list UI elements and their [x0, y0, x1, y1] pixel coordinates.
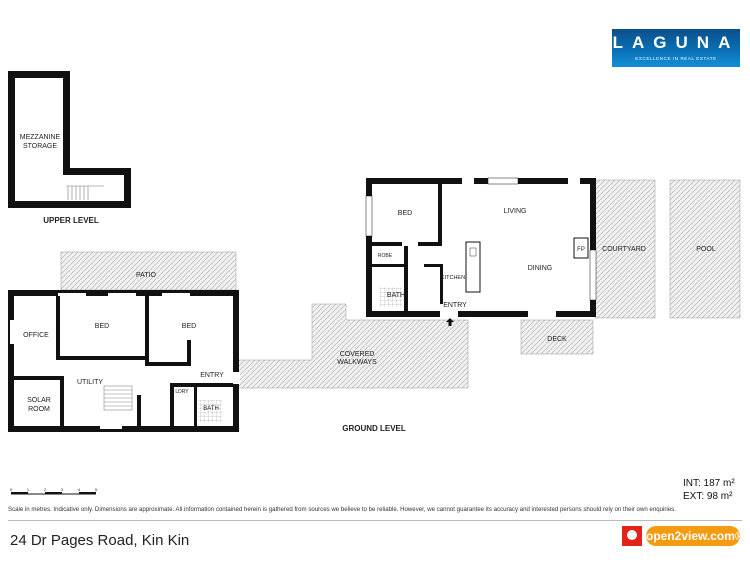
cooktop [469, 247, 477, 257]
robe-label: ROBE [378, 253, 393, 259]
patio-deck [60, 251, 237, 291]
entry-west-label: ENTRY [200, 372, 224, 379]
laguna-logo: LAGUNA EXCELLENCE IN REAL ESTATE [612, 29, 740, 67]
solar-room-label-1: SOLAR [27, 397, 51, 404]
disclaimer-text: Scale in metres. Indicative only. Dimens… [8, 506, 676, 513]
east-entry-door [440, 311, 458, 317]
scale-segment [45, 492, 62, 494]
bed-east-label: BED [398, 210, 412, 217]
scale-bar: 0 1 2 3 4 5 [10, 487, 98, 495]
upper-level-title: UPPER LEVEL [43, 216, 99, 225]
fp-label: FP [577, 247, 585, 253]
pool-label: POOL [696, 246, 716, 253]
scale-segment [79, 492, 96, 494]
brand-tagline: EXCELLENCE IN REAL ESTATE [635, 56, 717, 61]
mezzanine-label-2: STORAGE [23, 143, 57, 150]
wall [418, 242, 442, 246]
scale-tick-label: 3 [61, 487, 64, 492]
scale-tick-label: 0 [10, 487, 13, 492]
wall [187, 340, 191, 366]
mezzanine-label-1: MEZZANINE [20, 134, 61, 141]
ldry-label: LDRY [175, 389, 189, 395]
wall [60, 376, 64, 426]
entry-arrow-icon [446, 318, 454, 326]
wall [440, 264, 443, 304]
external-area: EXT: 98 m² [683, 491, 733, 502]
ground-stair [103, 385, 133, 411]
utility-label: UTILITY [77, 379, 103, 386]
footer-divider [8, 520, 742, 521]
wall [60, 356, 148, 360]
fireplace [573, 237, 589, 259]
mezzanine-walls [8, 71, 131, 208]
window [162, 293, 190, 297]
upper-level: MEZZANINE STORAGE UPPER LEVEL [8, 71, 131, 225]
kitchen-island [465, 241, 481, 293]
wall [170, 383, 174, 426]
open2view-name: open2view.com® [646, 526, 744, 546]
open2view-logo: open2view.com® [622, 525, 744, 547]
window [58, 293, 86, 297]
window [100, 425, 122, 429]
wall [372, 242, 402, 246]
pool-area [669, 179, 741, 319]
patio-label: PATIO [136, 272, 157, 279]
courtyard-label: COURTYARD [602, 246, 646, 253]
bath-east-label: BATH [387, 292, 405, 299]
window [365, 195, 373, 237]
window [108, 293, 136, 297]
wall [438, 184, 442, 246]
solar-room-label-2: ROOM [28, 406, 50, 413]
window [10, 320, 14, 344]
deck-label: DECK [547, 336, 567, 343]
wall [170, 383, 233, 387]
living-label: LIVING [504, 208, 527, 215]
deck-area [520, 319, 594, 355]
bath-tiles [198, 400, 222, 422]
kitchen-label: KITCHEN [441, 275, 465, 281]
wall [194, 387, 197, 426]
door [462, 178, 474, 184]
wall [404, 246, 408, 311]
window [487, 177, 519, 185]
covered-walkways-label-2: WALKWAYS [337, 359, 377, 366]
bed-middle-label: BED [182, 323, 196, 330]
dining-label: DINING [528, 265, 553, 272]
ground-level-title: GROUND LEVEL [342, 424, 406, 433]
west-building: OFFICE BED BED UTILITY SOLAR ROOM ENTRY … [8, 272, 240, 432]
scale-tick-label: 5 [95, 487, 98, 492]
property-address: 24 Dr Pages Road, Kin Kin [10, 532, 190, 549]
wall [137, 395, 141, 426]
covered-walkways-label-1: COVERED [340, 351, 375, 358]
bath-tiles [380, 287, 402, 307]
wall [145, 296, 149, 366]
wall [56, 296, 60, 360]
area-summary: INT: 187 m² EXT: 98 m² [683, 477, 735, 503]
office-label: OFFICE [23, 332, 49, 339]
east-building: BED ROBE BATH KITCHEN ENTRY LIVING DININ… [365, 177, 597, 326]
covered-walkways-deck [235, 303, 469, 389]
open2view-house-icon [622, 526, 642, 546]
internal-area: INT: 187 m² [683, 478, 735, 489]
scale-segment [11, 492, 28, 494]
wall [149, 362, 191, 366]
upper-stair [66, 185, 104, 200]
window [589, 249, 597, 301]
outdoor-areas [60, 179, 741, 389]
door [568, 178, 580, 184]
wall [372, 264, 404, 267]
scale-tick-label: 4 [78, 487, 81, 492]
bath-west-label: BATH [203, 406, 219, 412]
wall [424, 264, 442, 267]
brand-name: LAGUNA [612, 33, 740, 52]
entry-east-label: ENTRY [443, 302, 467, 309]
deck-door [528, 311, 556, 317]
scale-tick-label: 1 [27, 487, 30, 492]
bed-west-label: BED [95, 323, 109, 330]
wall [14, 376, 64, 380]
scale-tick-label: 2 [44, 487, 47, 492]
west-entry-door [232, 372, 240, 384]
